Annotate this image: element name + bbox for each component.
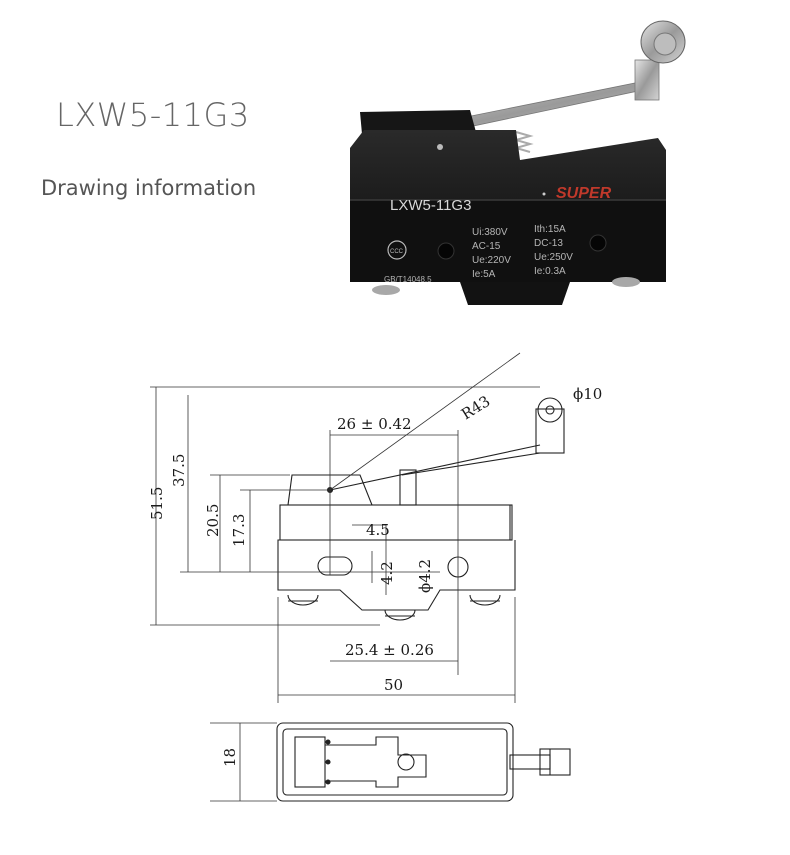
- dimension-lines: [150, 352, 540, 703]
- rating-left-0: Ui:380V: [472, 227, 508, 238]
- switch-top-view: [276, 722, 571, 802]
- dim-slot-width: 4.5: [366, 521, 390, 539]
- drawing-info-subtitle: Drawing information: [41, 176, 257, 200]
- dim-roller-dia: ϕ10: [573, 385, 602, 403]
- cert-mark: CCC: [390, 249, 404, 255]
- dim-hole-spacing: 25.4 ± 0.26: [345, 641, 434, 659]
- rating-right-0: Ith:15A: [534, 224, 566, 235]
- photo-standard: GB/T14048.5: [384, 275, 432, 284]
- dim-height-button: 17.3: [230, 514, 248, 547]
- model-title: LXW5-11G3: [56, 96, 250, 134]
- photo-brand: SUPER: [556, 185, 612, 202]
- dim-height-lever: 37.5: [170, 454, 188, 487]
- dim-height-body: 20.5: [204, 504, 222, 537]
- rating-left-3: Ie:5A: [472, 269, 496, 280]
- rating-right-2: Ue:250V: [534, 252, 573, 263]
- product-photo: LXW5-11G3 SUPER CCC Ui:380V AC-15 Ue:220…: [350, 20, 686, 305]
- rating-right-1: DC-13: [534, 238, 563, 249]
- dim-slot-height: 4.2: [378, 561, 396, 585]
- dim-width: 18: [221, 748, 239, 767]
- dim-height-overall: 51.5: [148, 487, 166, 520]
- rating-left-2: Ue:220V: [472, 255, 511, 266]
- rating-right-3: Ie:0.3A: [534, 266, 566, 277]
- dim-pivot-distance: 26 ± 0.42: [337, 415, 412, 433]
- ccc-mark-icon: [387, 240, 407, 260]
- photo-model-label: LXW5-11G3: [390, 197, 471, 214]
- rating-left-1: AC-15: [472, 241, 501, 252]
- dim-hole-dia: ϕ4.2: [416, 559, 434, 593]
- dim-length: 50: [384, 676, 403, 694]
- switch-side-view: [277, 397, 565, 621]
- dimension-drawing: 26 ± 0.42 R43 ϕ10 51.5 37.5 20.5 17.3 4.…: [148, 352, 602, 802]
- dim-lever-radius: R43: [458, 392, 493, 423]
